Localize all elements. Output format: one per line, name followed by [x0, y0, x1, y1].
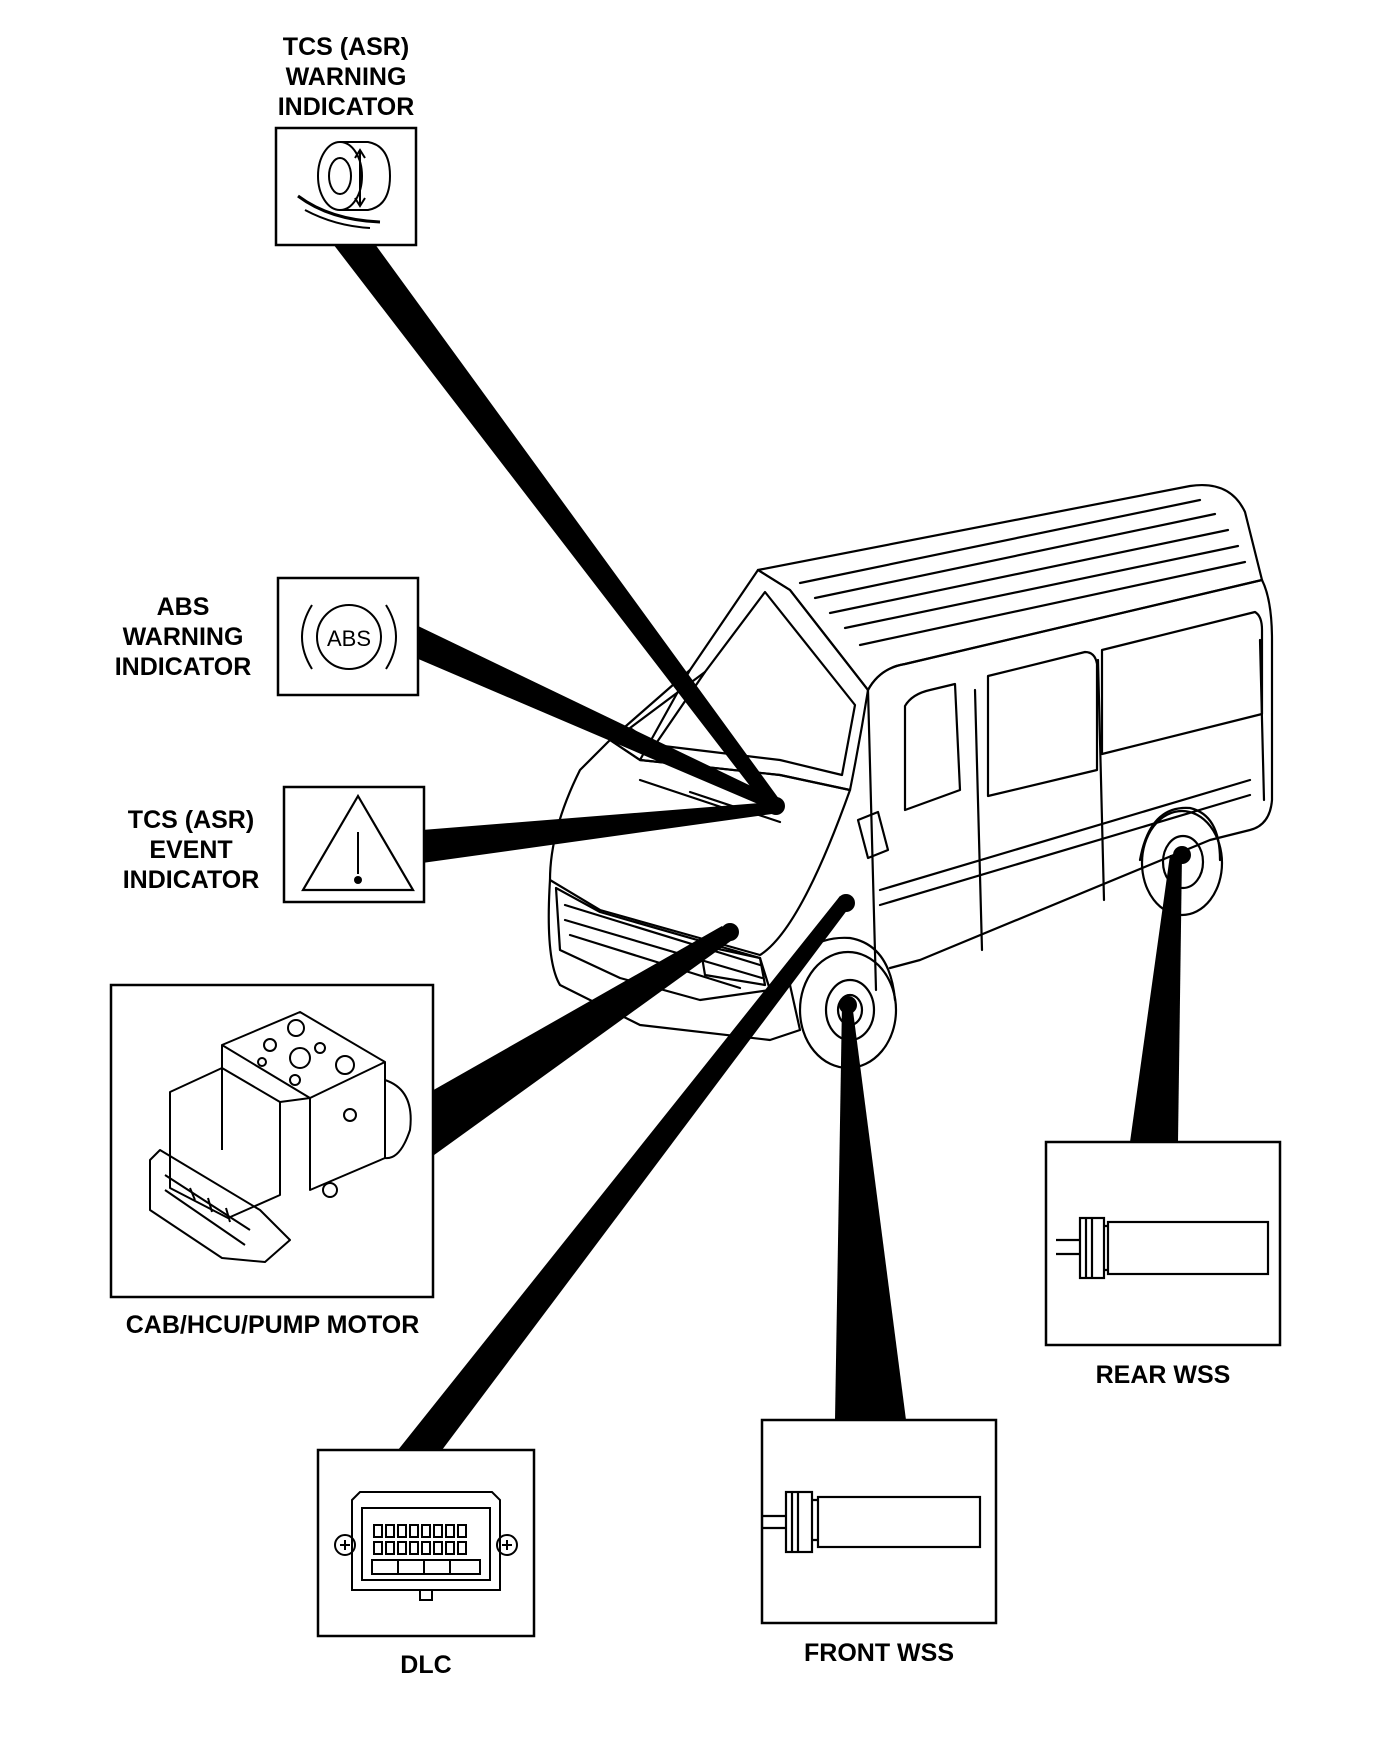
leader-dlc	[398, 896, 851, 1450]
van-side-belt	[878, 778, 1252, 907]
van-illustration	[547, 484, 1274, 1070]
abs-icon	[301, 604, 397, 670]
dlc-connector-icon	[334, 1491, 518, 1601]
tcs-wheel-icon	[297, 141, 392, 229]
front-wss-sensor-icon	[762, 1490, 982, 1554]
abs-warning-line-3: INDICATOR	[114, 653, 252, 681]
van-headlight	[698, 943, 767, 987]
van-rear-hub	[1161, 834, 1205, 890]
rear-wss-box	[1044, 1140, 1282, 1347]
van-side-windows	[903, 610, 1264, 812]
abs-warning-indicator-box: ABS	[276, 576, 420, 697]
leader-abs-warning	[416, 625, 776, 810]
cab-hcu-pump-motor-label: CAB/HCU/PUMP MOTOR	[125, 1311, 420, 1339]
dot-dlc	[837, 894, 855, 912]
van-rear-wheel	[1140, 809, 1224, 917]
hcu-module-icon	[149, 1011, 412, 1263]
van-front-wheel	[798, 950, 898, 1070]
front-wss-label: FRONT WSS	[804, 1639, 954, 1667]
van-bumper	[547, 878, 802, 1042]
rear-wss-label: REAR WSS	[1095, 1361, 1231, 1389]
dot-front-wss	[839, 996, 857, 1014]
tcs-warning-line-3: INDICATOR	[277, 93, 415, 121]
dlc-label: DLC	[400, 1651, 452, 1679]
dot-rear-wss	[1173, 846, 1191, 864]
van-mirror	[856, 810, 890, 860]
tcs-warning-line-2: WARNING	[285, 63, 407, 91]
van-side	[866, 578, 1274, 970]
leader-tcs-warning	[330, 240, 782, 812]
van-a-pillar	[638, 668, 707, 762]
tcs-warning-indicator-box	[274, 126, 418, 247]
leader-wedges	[330, 240, 1182, 1450]
van-grille	[554, 886, 772, 1002]
abs-warning-line-2: WARNING	[122, 623, 244, 651]
dot-cab	[721, 923, 739, 941]
tcs-event-indicator-box	[282, 785, 426, 904]
dlc-box	[316, 1448, 536, 1638]
dlc-pins	[373, 1524, 467, 1555]
van-front-hub-center	[836, 993, 864, 1027]
van-front-hub	[824, 978, 876, 1042]
van-roof-ribs	[798, 498, 1247, 647]
abs-icon-text: ABS	[327, 626, 371, 651]
connection-dots	[721, 797, 1191, 1014]
leader-front-wss	[835, 1003, 906, 1420]
dot-instrument-cluster	[767, 797, 785, 815]
leader-rear-wss	[1130, 855, 1182, 1142]
abs-warning-line-1: ABS	[156, 593, 210, 621]
cab-hcu-pump-motor-box	[109, 983, 435, 1299]
leader-tcs-event	[422, 802, 772, 863]
warning-triangle-icon	[301, 793, 415, 892]
rear-wss-sensor-icon	[1056, 1216, 1270, 1280]
abs-warning-indicator-label: ABS WARNING INDICATOR	[98, 592, 268, 682]
van-side-door-lines	[866, 638, 1266, 992]
tcs-warning-line-1: TCS (ASR)	[282, 33, 410, 61]
van-front-wheel-arch	[788, 936, 897, 1002]
van-hood	[548, 738, 852, 957]
front-wss-box	[760, 1418, 998, 1625]
van-roof	[756, 484, 1264, 692]
tcs-event-line-3: INDICATOR	[122, 866, 260, 894]
tcs-event-line-2: EVENT	[149, 836, 233, 864]
van-windshield-inner	[628, 590, 857, 777]
tcs-event-indicator-label: TCS (ASR) EVENT INDICATOR	[106, 805, 276, 895]
van-wipers	[638, 778, 782, 824]
leader-cab	[430, 926, 735, 1158]
van-grille-bars	[563, 903, 764, 990]
tcs-warning-indicator-label: TCS (ASR) WARNING INDICATOR	[256, 32, 436, 122]
tcs-event-line-1: TCS (ASR)	[127, 806, 255, 834]
